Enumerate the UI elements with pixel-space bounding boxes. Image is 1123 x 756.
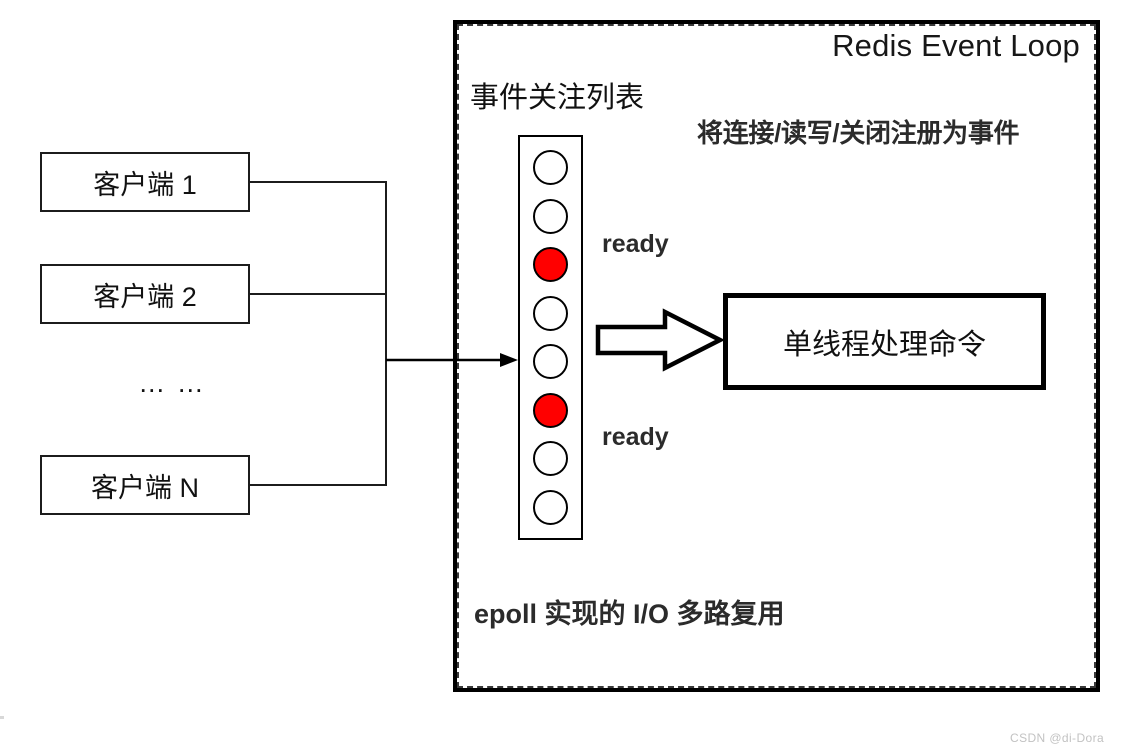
- event-slot-7: [533, 441, 568, 477]
- connector-client-n: [250, 484, 387, 486]
- event-list-box: [518, 135, 583, 540]
- ready-label-2: ready: [602, 423, 669, 451]
- event-slot-8: [533, 489, 568, 525]
- event-list-label: 事件关注列表: [470, 82, 645, 114]
- event-slot-4: [533, 295, 568, 331]
- event-slot-2: [533, 198, 568, 234]
- watermark: CSDN @di-Dora: [1010, 731, 1105, 745]
- ready-label-1: ready: [602, 230, 669, 258]
- event-slot-5: [533, 344, 568, 380]
- edge-tick-mark: [0, 716, 4, 719]
- connector-bus-vertical: [385, 181, 387, 486]
- single-thread-handler-label: 单线程处理命令: [782, 328, 986, 361]
- epoll-note: epoll 实现的 I/O 多路复用: [474, 599, 785, 629]
- client-list-ellipsis: … …: [138, 368, 206, 398]
- client-box-1: 客户端 1: [40, 152, 250, 212]
- event-slot-6-ready: [533, 392, 568, 428]
- connector-client-1: [250, 181, 387, 183]
- register-events-note: 将连接/读写/关闭注册为事件: [697, 118, 1020, 148]
- single-thread-handler-box: 单线程处理命令: [723, 293, 1046, 390]
- client-box-2: 客户端 2: [40, 264, 250, 324]
- client-box-2-label: 客户端 2: [93, 281, 197, 312]
- connector-client-2: [250, 293, 387, 295]
- client-box-n: 客户端 N: [40, 455, 250, 515]
- page-title: Redis Event Loop: [832, 28, 1080, 63]
- event-slot-1: [533, 150, 568, 186]
- event-slot-3-ready: [533, 247, 568, 283]
- client-box-n-label: 客户端 N: [91, 472, 199, 503]
- client-box-1-label: 客户端 1: [93, 169, 197, 200]
